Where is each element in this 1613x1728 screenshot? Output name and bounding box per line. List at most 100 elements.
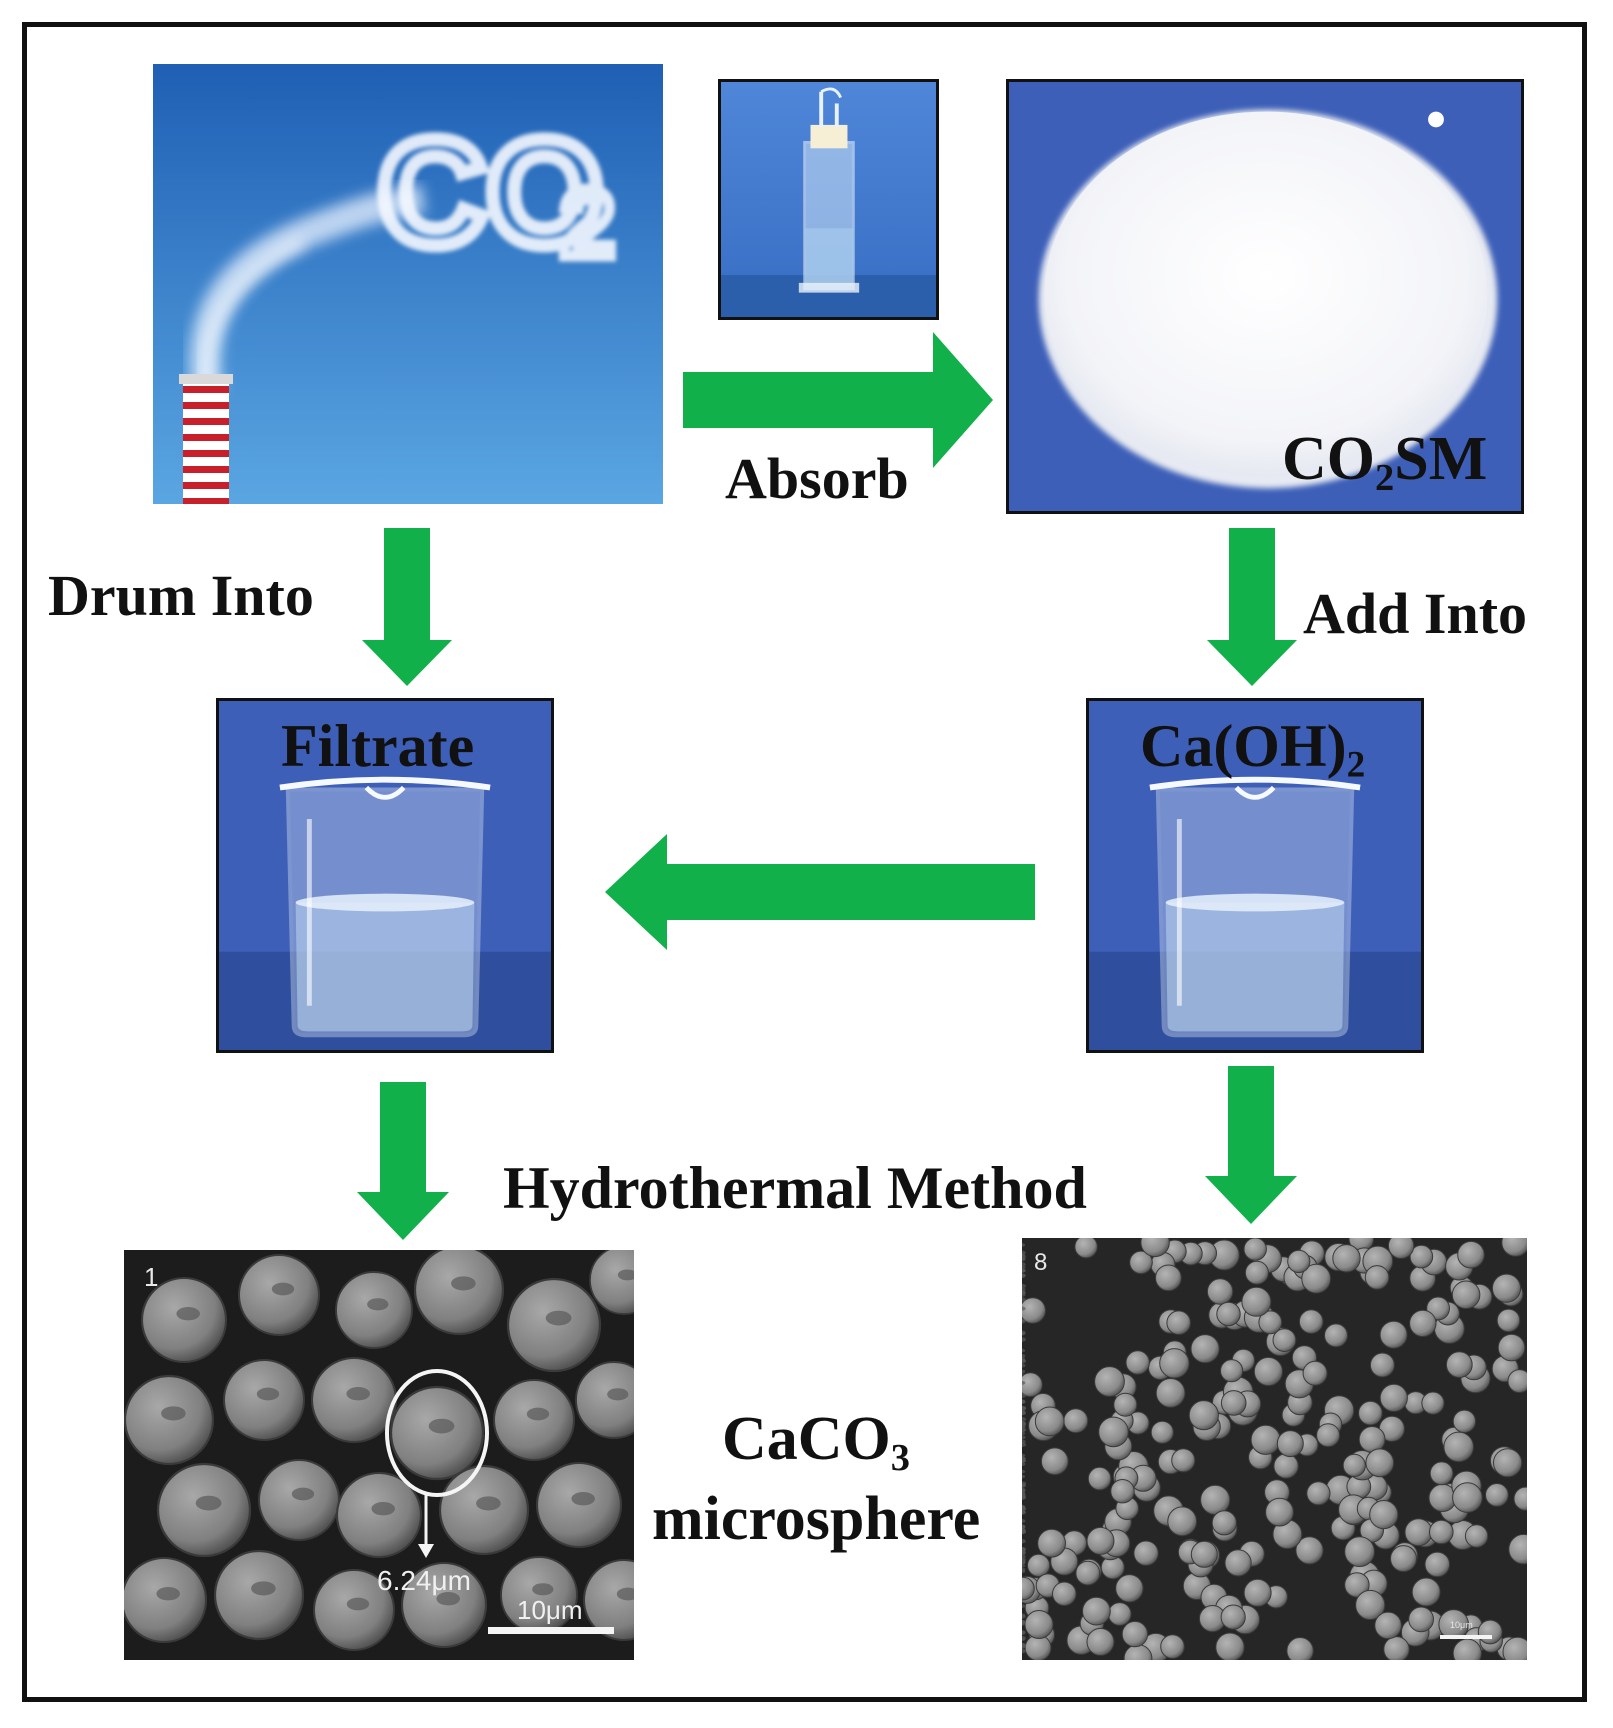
microsphere <box>583 1559 634 1641</box>
microsphere <box>1188 1400 1219 1431</box>
microsphere <box>1365 1448 1395 1478</box>
microsphere <box>1098 1416 1129 1448</box>
microsphere <box>1452 1482 1483 1513</box>
microsphere <box>1086 1627 1115 1656</box>
microsphere <box>1087 1466 1112 1491</box>
sem-left-tag: 1 <box>144 1262 158 1292</box>
microsphere <box>1298 1309 1324 1334</box>
microsphere <box>438 1464 530 1556</box>
microsphere <box>1253 1356 1283 1387</box>
microsphere-dimple <box>1022 1554 1026 1559</box>
microsphere-dimple <box>1022 1642 1026 1648</box>
microsphere-dimple <box>371 1501 395 1516</box>
microsphere-dimple <box>1022 1619 1026 1624</box>
microsphere <box>506 1277 602 1373</box>
microsphere <box>389 1385 485 1481</box>
microsphere <box>1022 1297 1046 1324</box>
microsphere-dimple <box>451 1276 476 1291</box>
filtrate-label: Filtrate <box>281 713 475 779</box>
microsphere-dimple <box>1022 1337 1026 1342</box>
microsphere-dimple <box>1022 1416 1027 1422</box>
microsphere <box>1224 1549 1252 1577</box>
microsphere <box>1424 1551 1451 1578</box>
microsphere-dimple <box>1022 1381 1026 1385</box>
microsphere <box>1276 1430 1304 1458</box>
microsphere <box>589 1250 634 1315</box>
microsphere-dimple <box>476 1496 501 1511</box>
microsphere <box>223 1359 305 1441</box>
microsphere <box>1374 1611 1402 1640</box>
microsphere <box>1457 1240 1485 1269</box>
scale-bar-right <box>1440 1635 1492 1639</box>
microsphere <box>1024 1610 1054 1639</box>
sky-co2-subscript: 2 <box>561 170 614 277</box>
microsphere <box>1211 1510 1237 1536</box>
co2sm-powder-photo <box>1006 79 1524 514</box>
co2sm-label-tail: SM <box>1394 425 1488 493</box>
microsphere-dimple <box>1022 1495 1026 1499</box>
microsphere-dimple <box>346 1386 370 1401</box>
microsphere <box>1316 1423 1341 1448</box>
microsphere-dimple <box>291 1487 315 1501</box>
caco3-label: CaCO3 <box>722 1408 910 1477</box>
microsphere <box>1501 1238 1527 1257</box>
microsphere-dimple <box>1022 1569 1026 1574</box>
microsphere <box>1355 1589 1386 1621</box>
microsphere <box>1485 1483 1509 1507</box>
microsphere-dimple <box>1022 1297 1027 1302</box>
microsphere-dimple <box>436 1591 460 1606</box>
microsphere-dimple <box>1022 1604 1026 1608</box>
microsphere-dimple <box>367 1298 389 1311</box>
gas-absorption-bottle-photo <box>718 79 939 320</box>
microsphere <box>1220 1604 1246 1630</box>
microsphere <box>1167 1506 1198 1537</box>
smokestack-co2-photo: CO 2 <box>153 64 663 504</box>
microsphere-dimple <box>1022 1393 1026 1399</box>
microsphere <box>1037 1528 1066 1558</box>
microsphere <box>1390 1545 1417 1573</box>
microsphere <box>124 1374 215 1466</box>
microsphere <box>1265 1497 1294 1527</box>
microsphere <box>1110 1479 1135 1504</box>
microsphere <box>335 1271 413 1349</box>
microsphere-dimple <box>1022 1290 1026 1295</box>
microsphere <box>1160 1634 1185 1659</box>
microsphere-dimple <box>1022 1369 1026 1374</box>
microsphere-dimple <box>1022 1483 1026 1488</box>
microsphere-dimple <box>616 1587 634 1601</box>
scale-label-left: 10μm <box>517 1595 583 1625</box>
microsphere <box>1121 1620 1149 1648</box>
microsphere <box>1302 1360 1328 1386</box>
drum-into-arrow <box>362 528 452 686</box>
caoh2-beaker-photo <box>1086 698 1424 1053</box>
microsphere-dimple <box>1022 1330 1026 1335</box>
caoh2-label: Ca(OH)2 <box>1140 716 1365 784</box>
microsphere <box>1082 1596 1111 1626</box>
microsphere-dimple <box>1022 1506 1027 1511</box>
microsphere <box>1150 1420 1174 1444</box>
microsphere <box>1190 1334 1220 1364</box>
microsphere <box>1344 1536 1376 1568</box>
microsphere <box>1358 1400 1383 1426</box>
microsphere <box>1022 1372 1043 1398</box>
sem-image-caoh2: 10μm 8 <box>1022 1238 1527 1660</box>
microsphere-dimple <box>1022 1405 1027 1411</box>
microsphere <box>1497 1333 1526 1362</box>
microsphere <box>238 1254 320 1336</box>
co2sm-label-main: CO <box>1282 425 1375 493</box>
microsphere <box>1243 1238 1267 1261</box>
microsphere-dimple <box>1022 1410 1027 1416</box>
add-into-arrow <box>1207 528 1297 686</box>
highlight-circle <box>385 1369 489 1497</box>
absorb-arrow <box>683 332 993 468</box>
microsphere <box>493 1379 575 1461</box>
sem-right-tag: 8 <box>1034 1249 1047 1276</box>
microsphere <box>1342 1453 1366 1477</box>
microsphere <box>1115 1574 1144 1603</box>
microsphere-dimple <box>1022 1427 1027 1433</box>
microsphere <box>1301 1263 1332 1294</box>
microsphere-label: microsphere <box>652 1485 981 1553</box>
microsphere-dimple <box>1022 1283 1026 1289</box>
sky-co2-text: CO <box>378 108 603 276</box>
add-into-label: Add Into <box>1303 581 1528 646</box>
